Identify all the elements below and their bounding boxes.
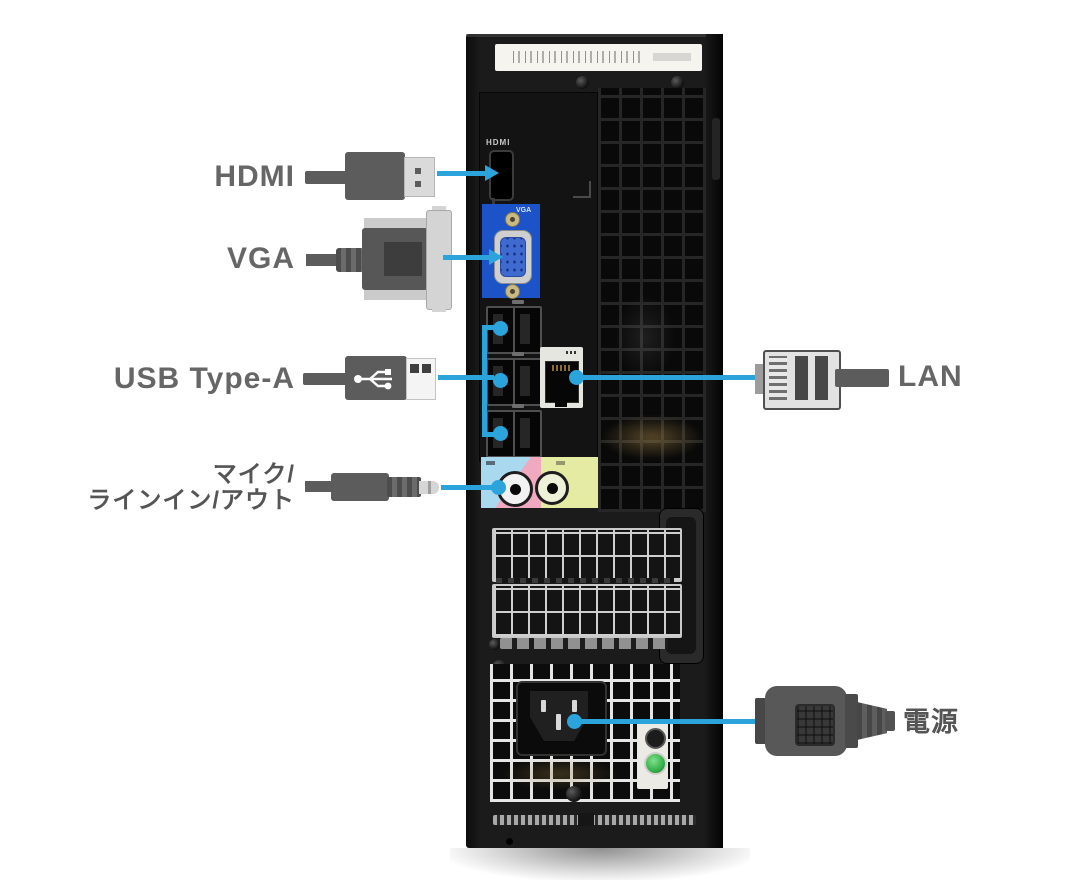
hdmi-port-label: HDMI (486, 138, 511, 147)
audio-label-line2: ラインイン/アウト (87, 487, 295, 514)
vga-panel-label: VGA (516, 207, 532, 214)
mic-jack-hole (509, 483, 521, 495)
vent-highlight (600, 415, 704, 460)
vga-port-pins (500, 237, 526, 277)
lan-callout-line (577, 375, 755, 380)
usb-callout-line (438, 375, 494, 380)
vga-standoff-bottom (505, 284, 520, 299)
screw (576, 76, 589, 89)
lan-port-contacts (552, 365, 572, 371)
bottom-vent-notch (578, 813, 594, 826)
lineout-jack-hole (546, 482, 558, 494)
usb-port-2 (513, 306, 542, 354)
vga-callout-arrow (489, 249, 503, 265)
expansion-slot-cover-1 (492, 528, 682, 582)
power-inlet-pin (541, 700, 546, 712)
lan-callout-dot (569, 370, 584, 385)
lan-port-notch (555, 401, 567, 407)
panel-corner-mark (573, 181, 591, 198)
audio-callout-line (441, 485, 493, 490)
usb-callout-dot-2 (493, 373, 508, 388)
lineout-jack-mark (556, 461, 565, 465)
usb-label: USB Type-A (113, 362, 295, 395)
floor-reflection (450, 848, 750, 880)
power-inlet-pin (556, 714, 561, 730)
usb-port-4 (513, 358, 542, 406)
chassis-top-edge (466, 34, 723, 37)
usb-symbol-mark (512, 404, 524, 408)
mic-jack-mark (486, 461, 495, 465)
hdmi-label: HDMI (214, 160, 295, 193)
usb-port-6 (513, 410, 542, 458)
audio-label-line1: マイク/ (212, 461, 295, 488)
power-label: 電源 (903, 707, 959, 737)
barcode-sticker (495, 44, 702, 71)
chassis-right-edge (706, 34, 723, 848)
barcode-marks (513, 51, 645, 63)
power-callout-dot (567, 714, 582, 729)
power-inlet-pin (572, 700, 577, 712)
audio-label: マイク/ ラインイン/アウト (25, 462, 295, 514)
screw (671, 76, 684, 89)
vent-slit-row (500, 638, 668, 649)
barcode-marks-2 (653, 53, 691, 61)
vga-label: VGA (226, 242, 295, 275)
chassis-hole (506, 838, 513, 845)
hdmi-callout-arrow (485, 165, 499, 181)
bottom-vent-slit (493, 815, 696, 825)
psu-highlight (500, 758, 620, 790)
audio-callout-dot (491, 480, 506, 495)
power-callout-line (575, 719, 755, 724)
vga-standoff-top (505, 212, 520, 227)
edge-latch (712, 118, 720, 180)
network-icon (566, 351, 578, 354)
vga-callout-line (443, 255, 491, 260)
usb-callout-dot-3 (493, 426, 508, 441)
usb-callout-bracket (482, 325, 498, 437)
hdmi-callout-line (437, 171, 487, 176)
usb-trident-icon (354, 369, 392, 390)
psu-test-button (645, 728, 666, 749)
screw (566, 786, 582, 802)
psu-status-led (644, 752, 667, 775)
screw (489, 639, 500, 650)
lineout-jack (535, 471, 569, 505)
expansion-slot-cover-2 (492, 584, 682, 638)
slot-cover-gap (496, 578, 674, 583)
usb-callout-dot-1 (493, 321, 508, 336)
lan-label: LAN (898, 360, 963, 393)
usb-symbol-mark (512, 352, 524, 356)
usb-symbol-mark (512, 300, 524, 304)
vent-highlight (614, 295, 676, 380)
